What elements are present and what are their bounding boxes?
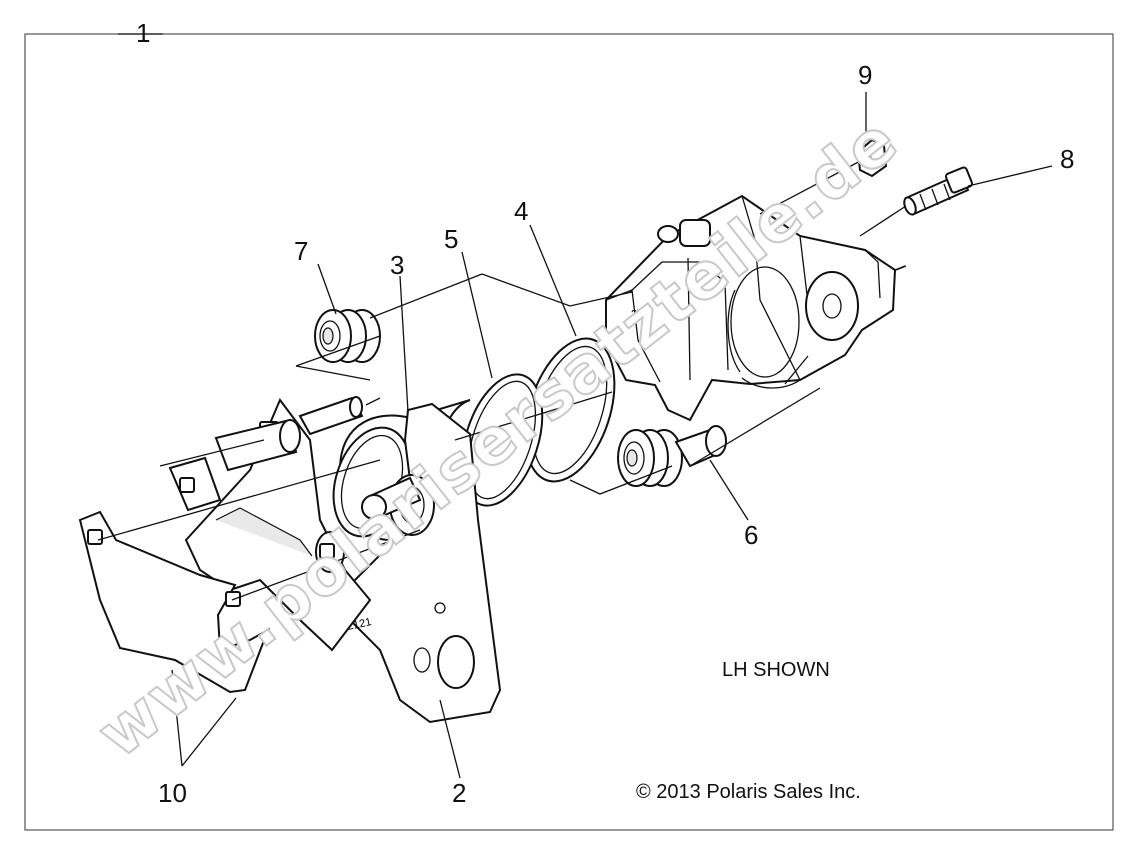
callout-5: 5 (444, 224, 458, 254)
copyright-notice: © 2013 Polaris Sales Inc. (636, 781, 861, 803)
callout-7: 7 (294, 236, 308, 266)
callout-3: 3 (390, 250, 404, 280)
guide-pin-upper (298, 396, 364, 436)
pin-boot-lower (617, 429, 683, 487)
callout-4: 4 (514, 196, 528, 226)
callout-2: 2 (452, 778, 466, 808)
piston-seal-inner (460, 373, 544, 507)
brake-pad-inner (78, 456, 345, 694)
leader-lines (97, 92, 1053, 779)
diagram-frame (24, 33, 1114, 831)
lh-shown-note: LH SHOWN (722, 659, 830, 681)
callout-6: 6 (744, 520, 758, 550)
callout-10: 10 (158, 778, 187, 808)
caliper-mark: 277 (630, 306, 650, 321)
callout-9: 9 (858, 60, 872, 90)
callout-8: 8 (1060, 144, 1074, 174)
bleeder-screw (903, 166, 974, 216)
caliper-body: 277 (605, 194, 906, 422)
callout-1: 1 (136, 18, 150, 48)
guide-pin-lower (674, 425, 727, 468)
caliper-bracket: 2121 (343, 402, 502, 724)
bleeder-cap (856, 138, 888, 178)
